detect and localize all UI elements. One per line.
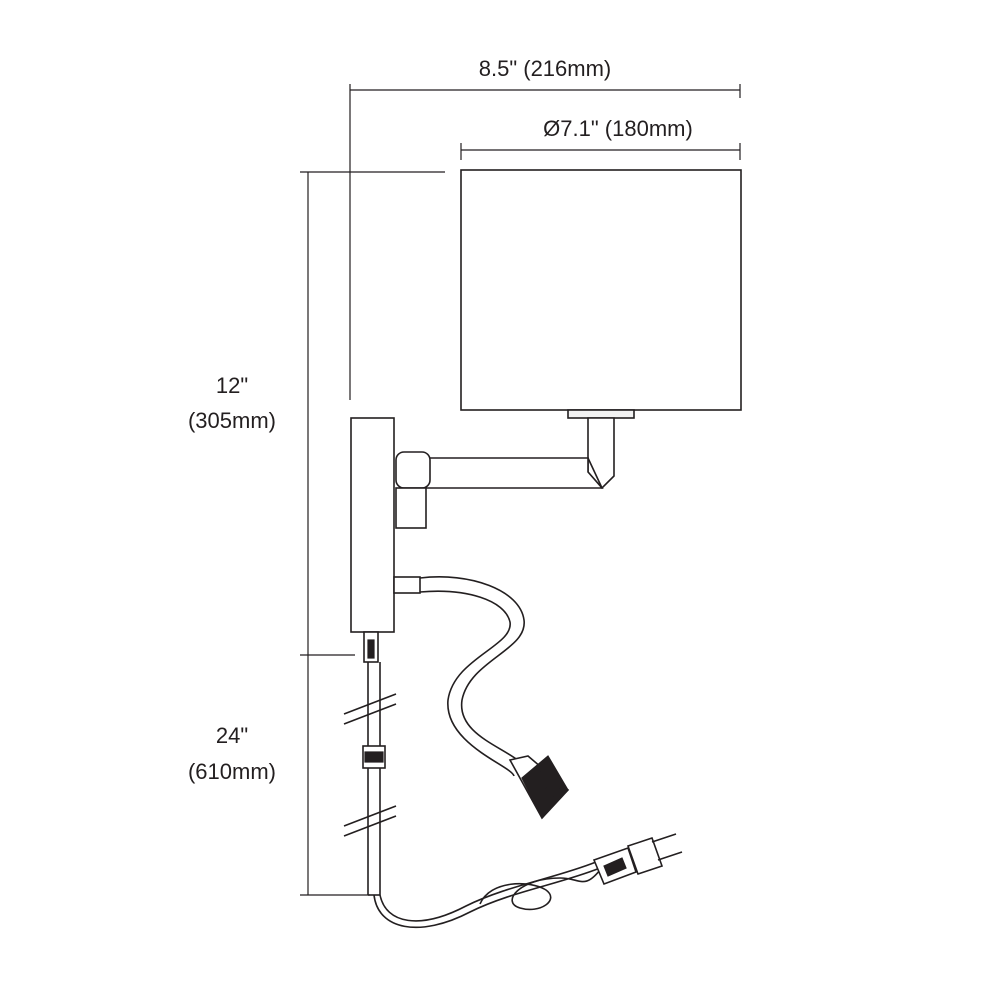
plug	[592, 833, 683, 886]
shade-diameter-label: Ø7.1" (180mm)	[543, 116, 693, 141]
shade-diameter-dimension: Ø7.1" (180mm)	[460, 116, 741, 160]
cord-length-label-imperial: 24"	[216, 723, 248, 748]
lamp-shade	[460, 169, 742, 419]
cord-length-label-metric: (610mm)	[188, 759, 276, 784]
gooseneck-reading-light	[393, 576, 570, 820]
wall-backplate	[350, 417, 395, 633]
fixture-height-dimension: 12" (305mm)	[188, 171, 445, 656]
overall-width-dimension: 8.5" (216mm)	[349, 56, 741, 400]
cord-length-dimension: 24" (610mm)	[188, 655, 370, 896]
fixture-height-label-metric: (305mm)	[188, 408, 276, 433]
fixture-height-label-imperial: 12"	[216, 373, 248, 398]
overall-width-label: 8.5" (216mm)	[479, 56, 612, 81]
swing-arm	[395, 417, 615, 529]
power-cord	[343, 631, 601, 929]
